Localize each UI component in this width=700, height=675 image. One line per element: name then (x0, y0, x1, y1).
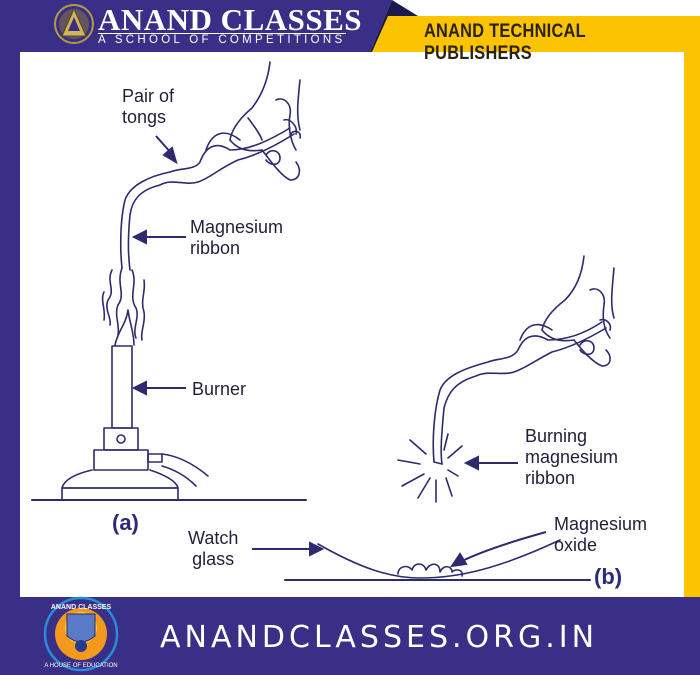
label-tongs: Pair of tongs (122, 86, 174, 128)
flame-a-icon (101, 267, 146, 346)
label-line: Magnesium (190, 217, 284, 237)
watch-glass-icon (284, 539, 591, 581)
header-banner (0, 0, 700, 52)
label-magnesium-oxide: Magnesium oxide (554, 514, 647, 556)
label-line: glass (192, 549, 235, 569)
label-line: ribbon (525, 468, 576, 488)
figure-tag-a: (a) (112, 510, 139, 535)
footer-url[interactable]: ANANDCLASSES.ORG.IN (160, 620, 599, 655)
label-line: Watch (188, 528, 239, 548)
sparks-icon (397, 433, 463, 503)
label-line: ribbon (190, 238, 241, 258)
label-line: oxide (554, 535, 598, 555)
left-border (0, 0, 20, 600)
label-line: Pair of (122, 86, 175, 106)
brand-logo-icon (54, 4, 94, 44)
tongs-a-icon (119, 127, 295, 271)
diagram-drawing (31, 61, 615, 581)
arrows (131, 135, 547, 568)
magnesium-oxide-icon (397, 563, 464, 577)
figure-tag-b: (b) (594, 564, 623, 589)
brand-subtitle: A SCHOOL OF COMPETITIONS (98, 33, 346, 46)
hand-b-icon (541, 255, 615, 367)
label-line: magnesium (525, 447, 619, 467)
hand-a-icon (229, 61, 302, 181)
publisher-name: ANAND TECHNICAL PUBLISHERS (424, 21, 586, 64)
label-line: tongs (122, 107, 167, 127)
label-line: Burning (525, 426, 588, 446)
label-burning-ribbon: Burning magnesium ribbon (525, 426, 618, 489)
burner-icon (61, 345, 209, 501)
label-watch-glass: Watch glass (188, 528, 238, 570)
brand-title: ANAND CLASSES (98, 2, 363, 37)
label-magnesium-ribbon: Magnesium ribbon (190, 217, 283, 259)
tongs-b-icon (432, 321, 607, 465)
label-line: Magnesium (554, 514, 648, 534)
right-border (684, 16, 700, 600)
label-burner: Burner (192, 379, 247, 399)
